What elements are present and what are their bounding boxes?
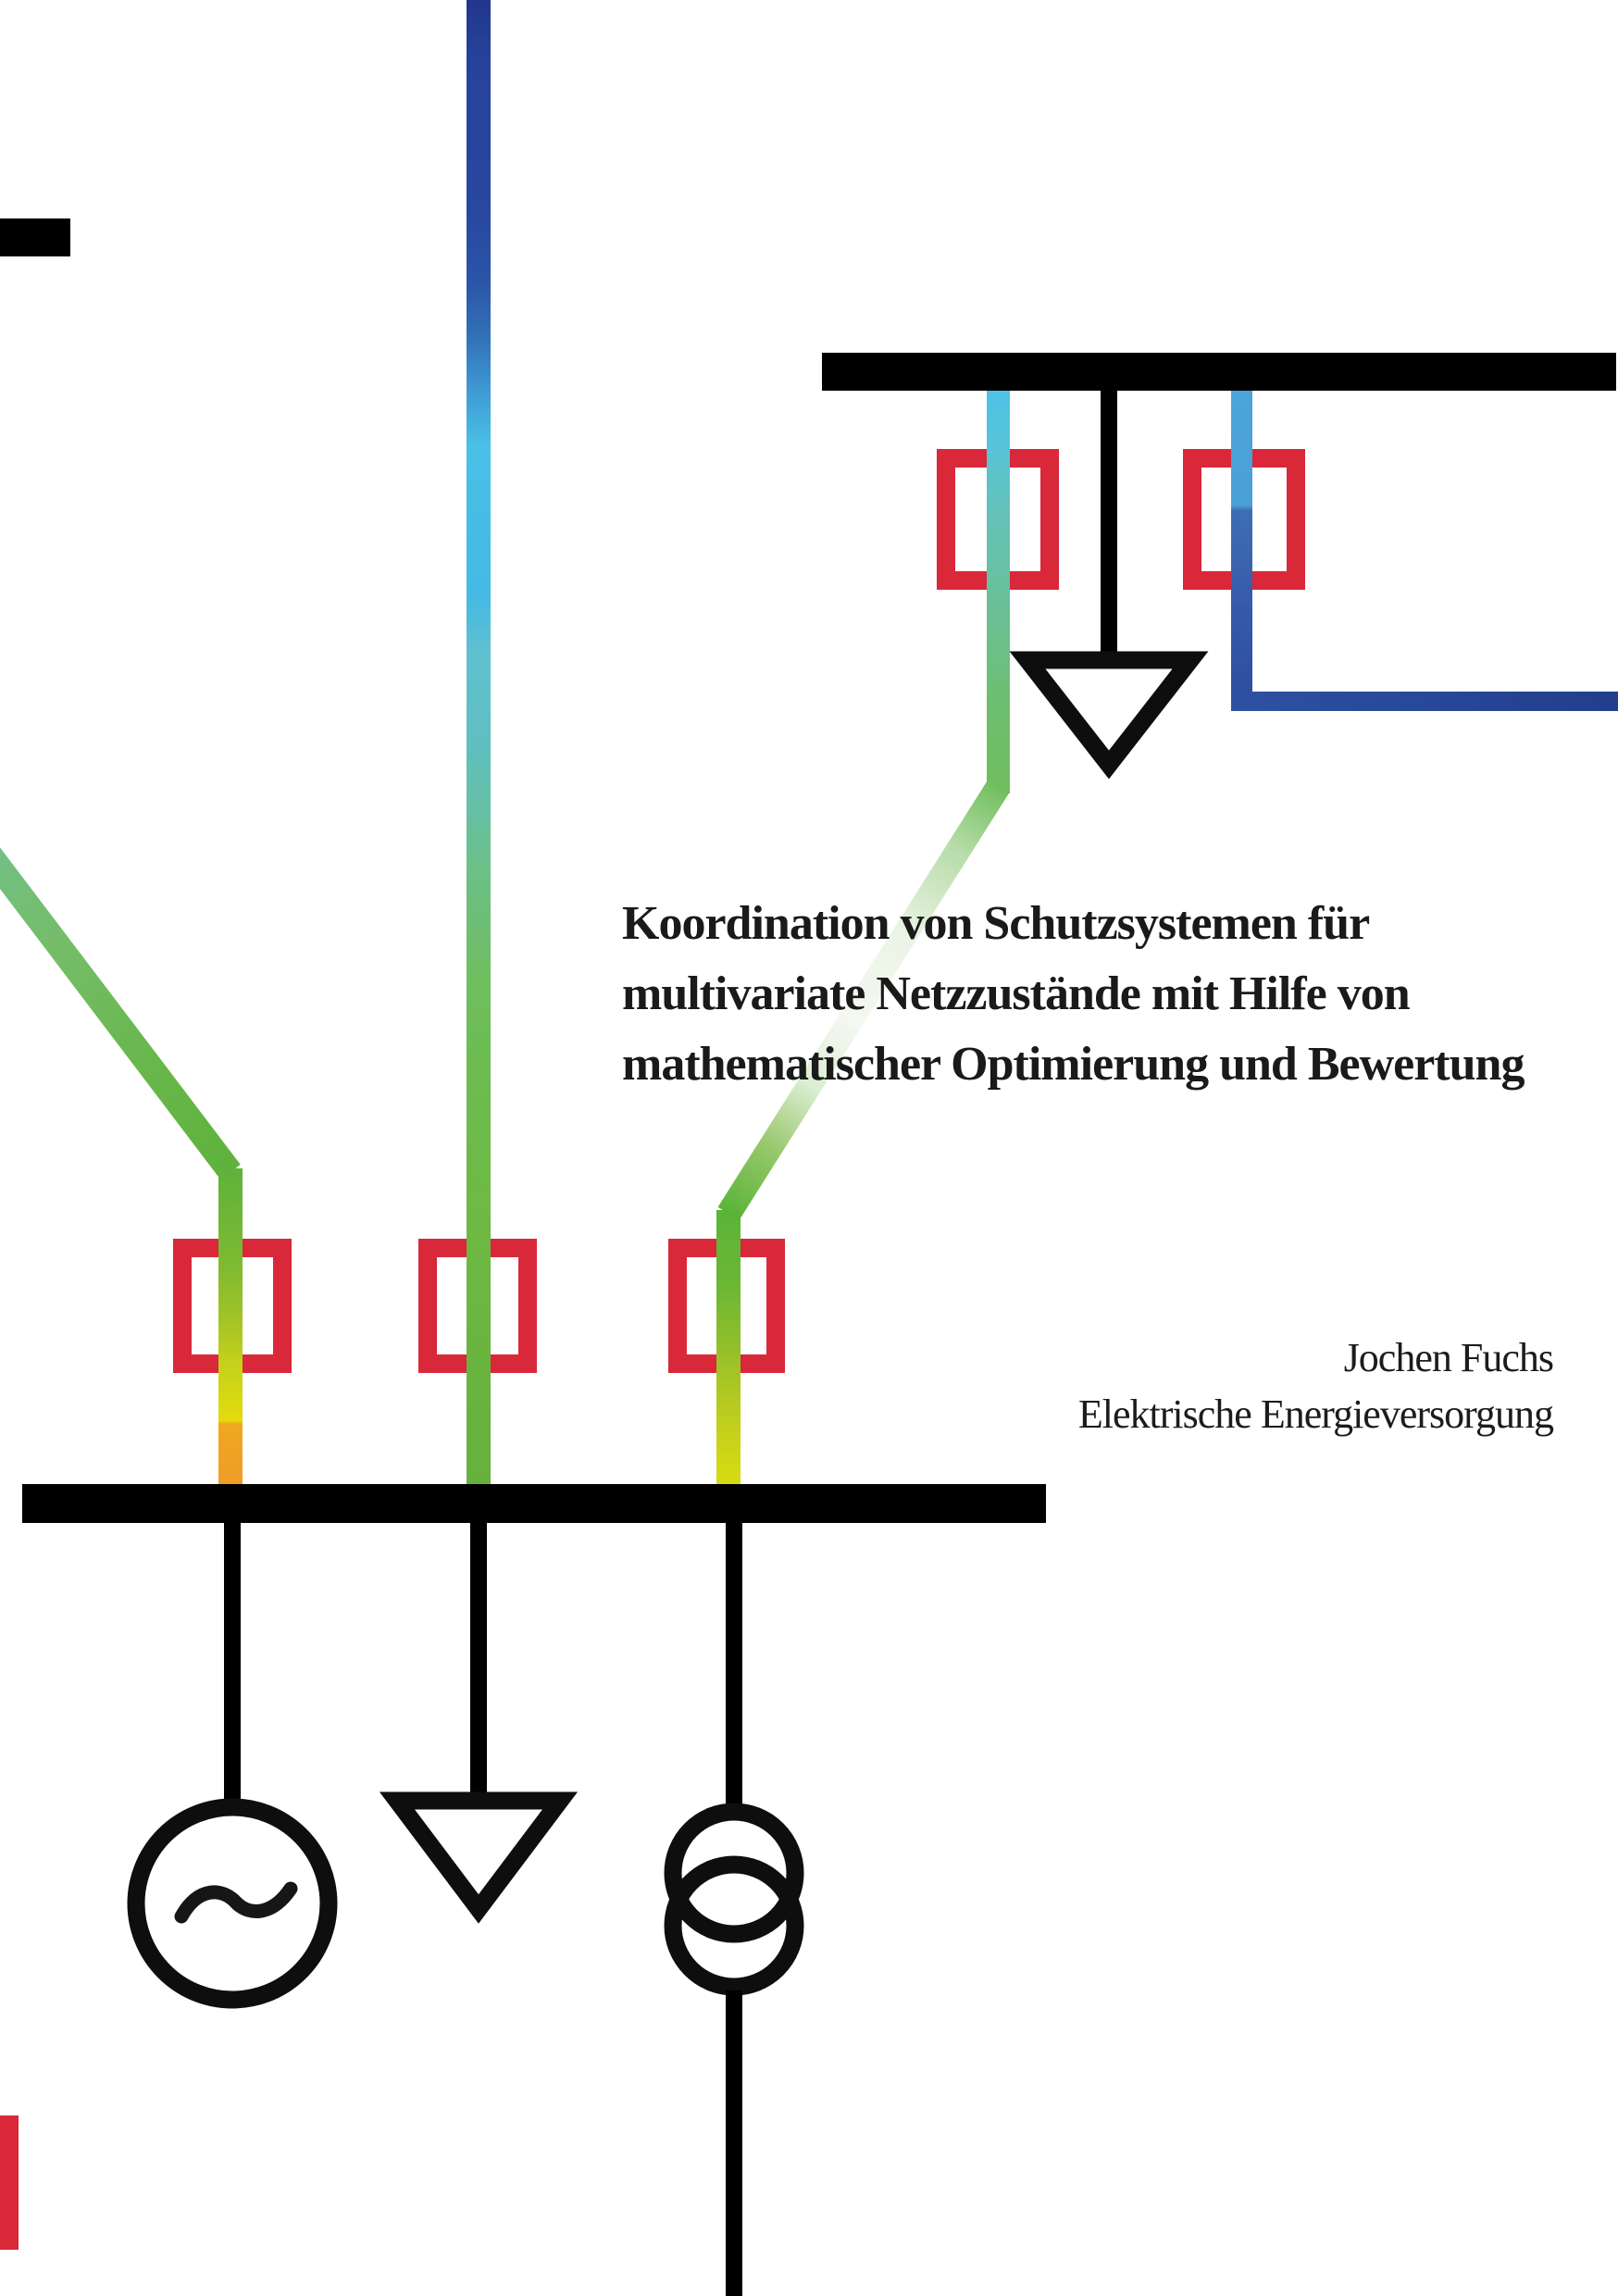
transformer-circle-lower xyxy=(664,1855,804,1996)
power-line-right-lower xyxy=(716,1210,741,1486)
feeder-bottom-load xyxy=(470,1523,487,1801)
load-arrow-bottom xyxy=(379,1791,579,1924)
load-arrow-top xyxy=(1009,651,1209,780)
power-line-left-diagonal xyxy=(0,847,241,1180)
power-line-right-upper xyxy=(987,390,1010,793)
thesis-title: Koordination von Schutzsystemen für mult… xyxy=(622,889,1525,1100)
author-affiliation: Elektrische Energieversorgung xyxy=(1077,1391,1554,1437)
power-line-main-vertical xyxy=(467,0,491,1486)
title-line-1: Koordination von Schutzsystemen für xyxy=(622,897,1370,950)
feeder-generator xyxy=(224,1523,241,1800)
title-line-3: mathematischer Optimierung und Bewertung xyxy=(622,1038,1525,1091)
power-line-left-vertical xyxy=(218,1168,243,1486)
power-line-blue-horizontal xyxy=(1231,692,1618,711)
busbar-top-right xyxy=(822,353,1616,391)
author-name: Jochen Fuchs xyxy=(1343,1335,1554,1380)
feeder-transformer xyxy=(726,1523,742,1803)
busbar-bottom xyxy=(22,1484,1046,1523)
power-line-blue-vertical xyxy=(1231,390,1252,711)
feeder-top-load xyxy=(1101,390,1117,660)
power-line-right-diagonal xyxy=(717,779,1010,1221)
feeder-transformer-tail xyxy=(726,1990,742,2296)
author-block: Jochen Fuchs Elektrische Energieversorgu… xyxy=(1077,1329,1554,1442)
transformer-circle-upper xyxy=(664,1803,804,1943)
generator-tilde-icon xyxy=(174,1881,298,1924)
title-line-2: multivariate Netzzustände mit Hilfe von xyxy=(622,967,1411,1020)
relay-square-edge-fragment xyxy=(0,2115,19,2250)
busbar-stub-top-left xyxy=(0,218,70,256)
